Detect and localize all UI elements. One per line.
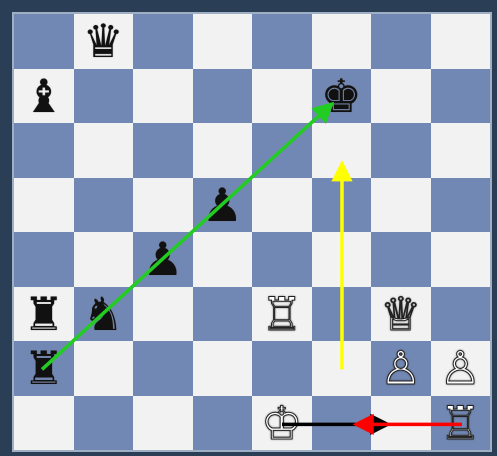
square-f5[interactable] — [312, 178, 372, 233]
square-c3[interactable] — [133, 287, 193, 342]
square-g3[interactable]: ♕ — [371, 287, 431, 342]
square-a7[interactable]: ♝ — [14, 69, 74, 124]
square-d2[interactable] — [193, 341, 253, 396]
black-rook-icon[interactable]: ♜ — [14, 287, 74, 342]
square-h8[interactable] — [431, 14, 491, 69]
square-c7[interactable] — [133, 69, 193, 124]
square-c6[interactable] — [133, 123, 193, 178]
square-a5[interactable] — [14, 178, 74, 233]
square-a1[interactable] — [14, 396, 74, 451]
square-h3[interactable] — [431, 287, 491, 342]
square-f3[interactable] — [312, 287, 372, 342]
square-h6[interactable] — [431, 123, 491, 178]
square-f2[interactable] — [312, 341, 372, 396]
chess-board: ♛♝♚♟♟♜♞♖♕♜♙♙♔♖ — [12, 12, 492, 452]
square-c8[interactable] — [133, 14, 193, 69]
square-e8[interactable] — [252, 14, 312, 69]
square-f1[interactable] — [312, 396, 372, 451]
black-knight-icon[interactable]: ♞ — [74, 287, 134, 342]
black-queen-icon[interactable]: ♛ — [74, 14, 134, 69]
square-a8[interactable] — [14, 14, 74, 69]
square-b8[interactable]: ♛ — [74, 14, 134, 69]
square-g7[interactable] — [371, 69, 431, 124]
square-b6[interactable] — [74, 123, 134, 178]
white-pawn-icon[interactable]: ♙ — [431, 341, 491, 396]
square-g6[interactable] — [371, 123, 431, 178]
square-b7[interactable] — [74, 69, 134, 124]
black-king-icon[interactable]: ♚ — [312, 69, 372, 124]
square-d1[interactable] — [193, 396, 253, 451]
square-c1[interactable] — [133, 396, 193, 451]
square-c5[interactable] — [133, 178, 193, 233]
white-queen-icon[interactable]: ♕ — [371, 287, 431, 342]
square-b4[interactable] — [74, 232, 134, 287]
square-f4[interactable] — [312, 232, 372, 287]
square-h5[interactable] — [431, 178, 491, 233]
black-pawn-icon[interactable]: ♟ — [133, 232, 193, 287]
square-a4[interactable] — [14, 232, 74, 287]
square-d6[interactable] — [193, 123, 253, 178]
square-b3[interactable]: ♞ — [74, 287, 134, 342]
square-d3[interactable] — [193, 287, 253, 342]
square-g2[interactable]: ♙ — [371, 341, 431, 396]
square-g4[interactable] — [371, 232, 431, 287]
square-e2[interactable] — [252, 341, 312, 396]
square-b2[interactable] — [74, 341, 134, 396]
square-g1[interactable] — [371, 396, 431, 451]
square-f6[interactable] — [312, 123, 372, 178]
white-pawn-icon[interactable]: ♙ — [371, 341, 431, 396]
white-king-icon[interactable]: ♔ — [252, 396, 312, 451]
square-g5[interactable] — [371, 178, 431, 233]
square-d5[interactable]: ♟ — [193, 178, 253, 233]
square-h2[interactable]: ♙ — [431, 341, 491, 396]
square-e3[interactable]: ♖ — [252, 287, 312, 342]
black-rook-icon[interactable]: ♜ — [14, 341, 74, 396]
square-a6[interactable] — [14, 123, 74, 178]
square-e1[interactable]: ♔ — [252, 396, 312, 451]
square-d4[interactable] — [193, 232, 253, 287]
square-a3[interactable]: ♜ — [14, 287, 74, 342]
black-bishop-icon[interactable]: ♝ — [14, 69, 74, 124]
square-a2[interactable]: ♜ — [14, 341, 74, 396]
square-e7[interactable] — [252, 69, 312, 124]
square-c2[interactable] — [133, 341, 193, 396]
square-e6[interactable] — [252, 123, 312, 178]
square-f7[interactable]: ♚ — [312, 69, 372, 124]
square-e4[interactable] — [252, 232, 312, 287]
square-d7[interactable] — [193, 69, 253, 124]
white-rook-icon[interactable]: ♖ — [252, 287, 312, 342]
board-grid: ♛♝♚♟♟♜♞♖♕♜♙♙♔♖ — [14, 14, 490, 450]
square-h1[interactable]: ♖ — [431, 396, 491, 451]
square-g8[interactable] — [371, 14, 431, 69]
square-b5[interactable] — [74, 178, 134, 233]
white-rook-icon[interactable]: ♖ — [431, 396, 491, 451]
square-h7[interactable] — [431, 69, 491, 124]
black-pawn-icon[interactable]: ♟ — [193, 178, 253, 233]
square-f8[interactable] — [312, 14, 372, 69]
square-h4[interactable] — [431, 232, 491, 287]
square-d8[interactable] — [193, 14, 253, 69]
square-e5[interactable] — [252, 178, 312, 233]
square-b1[interactable] — [74, 396, 134, 451]
square-c4[interactable]: ♟ — [133, 232, 193, 287]
